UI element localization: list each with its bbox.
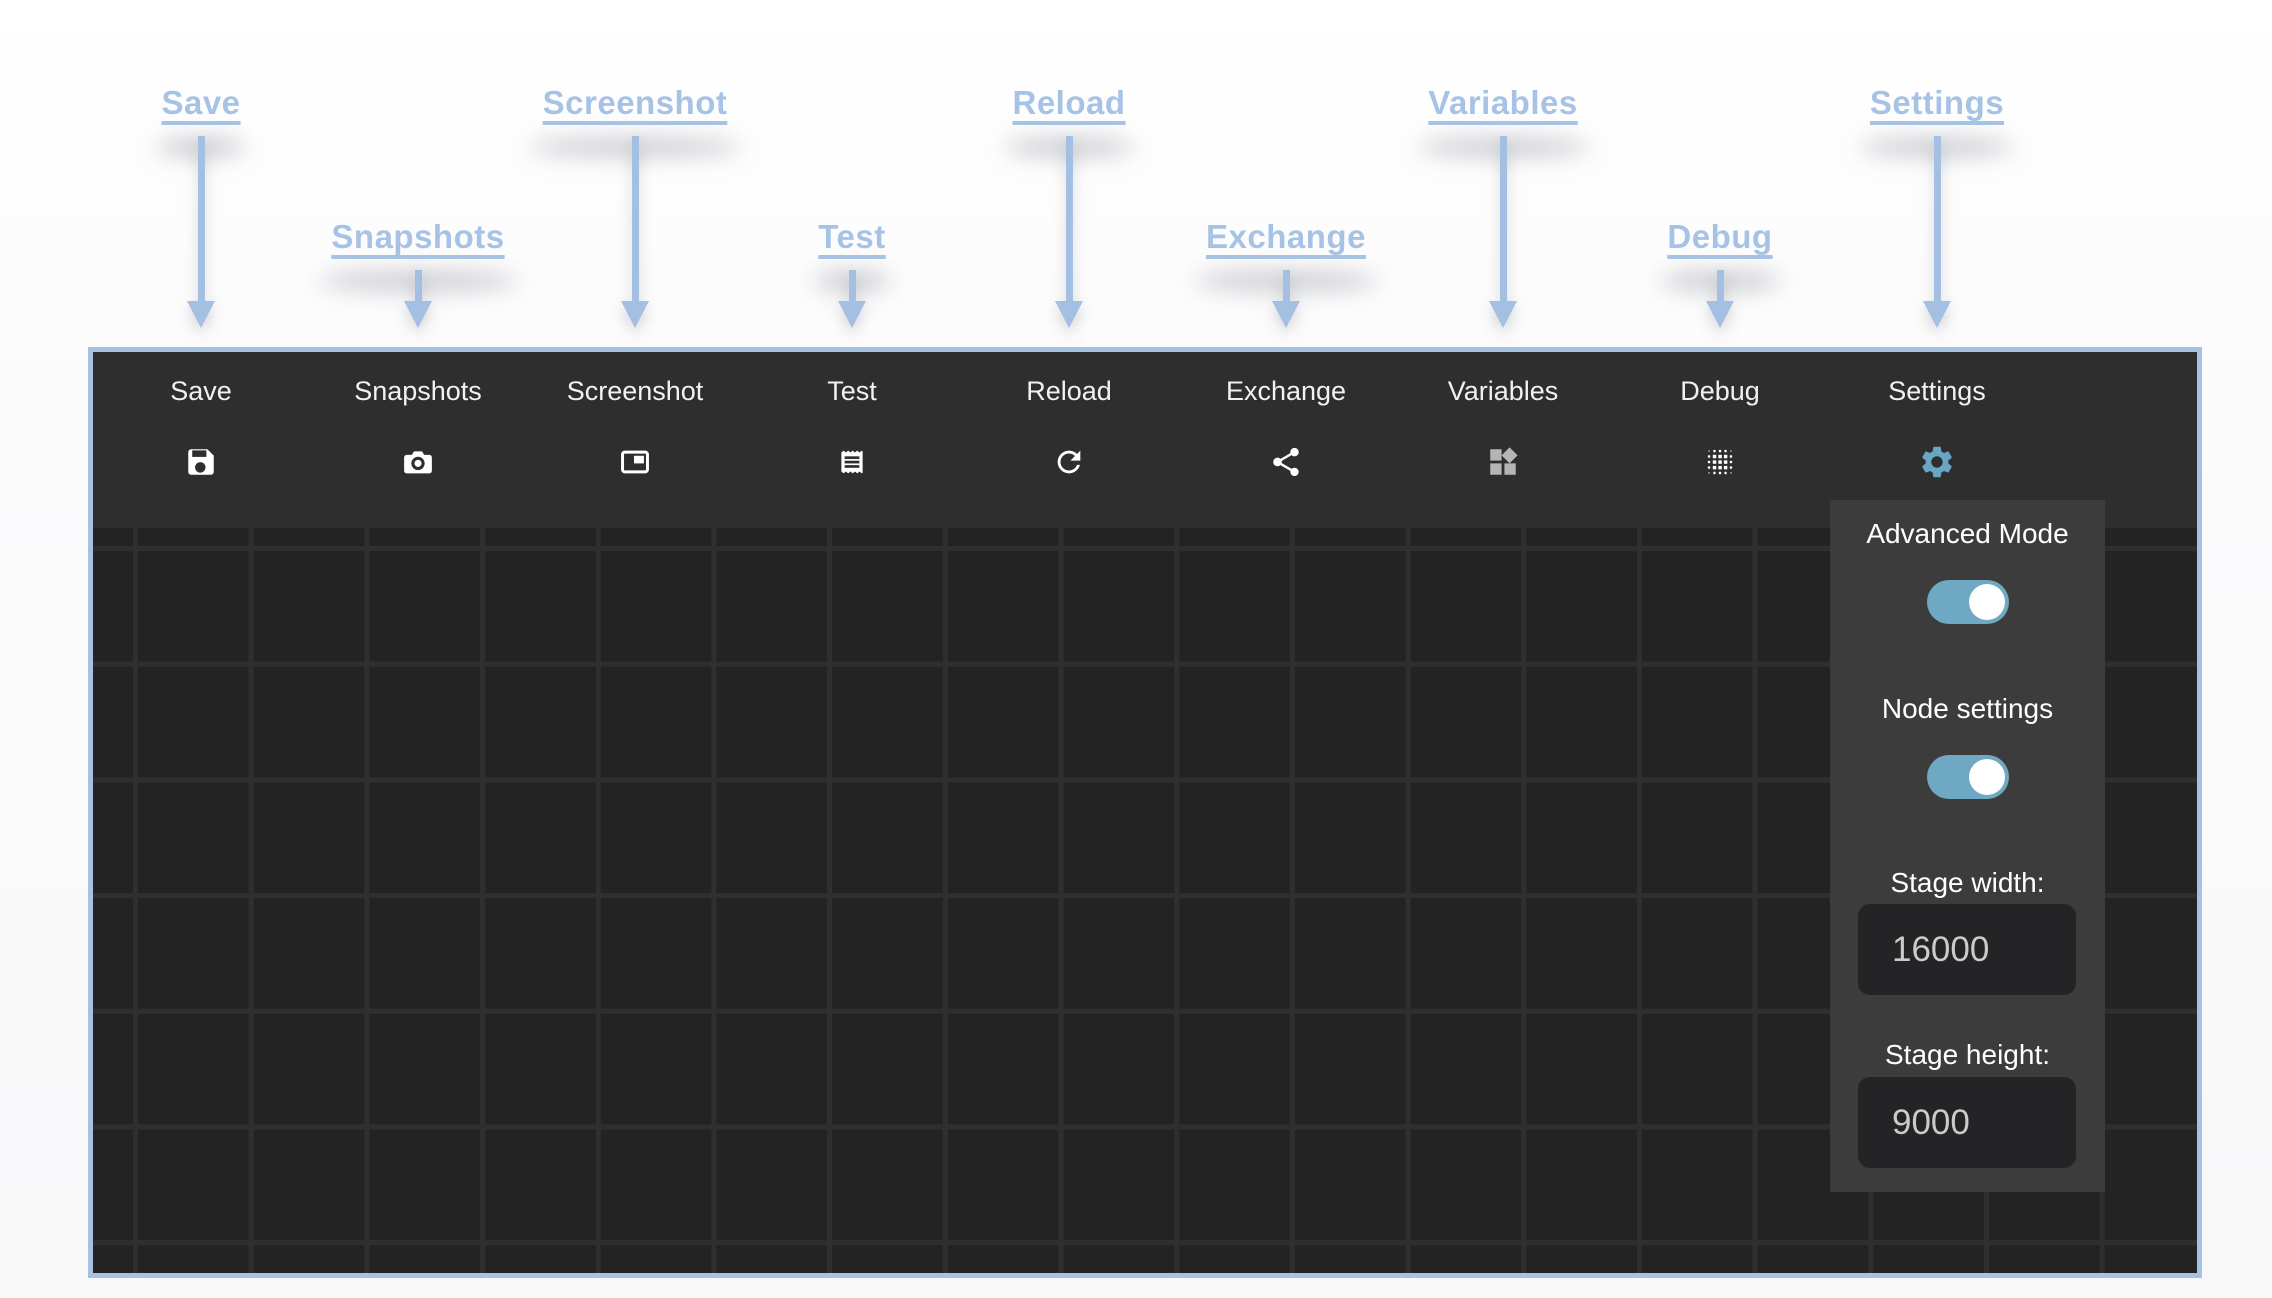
node-settings-label: Node settings: [1881, 693, 2054, 724]
toolbar-button-reload[interactable]: Reload: [989, 352, 1149, 528]
callout-exchange-label: Exchange: [1206, 218, 1366, 255]
arrow-variables-icon: [1489, 136, 1517, 328]
callout-snapshots: Snapshots: [318, 218, 518, 292]
toolbar-snapshots-label: Snapshots: [354, 376, 482, 406]
callout-settings-label: Settings: [1869, 84, 2005, 121]
arrow-exchange-icon: [1272, 270, 1300, 328]
toolbar-test-label: Test: [827, 376, 877, 406]
node-settings-toggle[interactable]: [1926, 755, 2009, 799]
refresh-icon: [989, 440, 1149, 484]
callout-exchange: Exchange: [1194, 218, 1378, 292]
toolbar: Save Snapshots Screenshot Test: [93, 352, 2197, 528]
toolbar-button-screenshot[interactable]: Screenshot: [555, 352, 715, 528]
callout-variables-label: Variables: [1428, 84, 1578, 121]
toolbar-button-snapshots[interactable]: Snapshots: [338, 352, 498, 528]
arrow-screenshot-icon: [621, 136, 649, 328]
callout-debug: Debug: [1659, 218, 1781, 292]
callout-settings: Settings: [1859, 84, 2015, 158]
dot-grid-icon: [1640, 440, 1800, 484]
toolbar-exchange-label: Exchange: [1225, 376, 1347, 406]
toolbar-save-label: Save: [170, 376, 232, 406]
toolbar-reload-label: Reload: [1026, 376, 1112, 406]
callout-save: Save: [155, 84, 247, 158]
toolbar-settings-label: Settings: [1888, 376, 1986, 406]
advanced-mode-label: Advanced Mode: [1866, 518, 2069, 549]
toolbar-debug-label: Debug: [1680, 376, 1760, 406]
callout-variables: Variables: [1417, 84, 1589, 158]
save-icon: [121, 440, 281, 484]
callout-screenshot: Screenshot: [528, 84, 742, 158]
callout-test-label: Test: [818, 218, 886, 255]
toolbar-button-test[interactable]: Test: [772, 352, 932, 528]
stage-width-input[interactable]: [1858, 904, 2076, 995]
arrow-test-icon: [838, 270, 866, 328]
callout-test: Test: [813, 218, 891, 292]
stage-height-label: Stage height:: [1884, 1039, 2051, 1070]
callout-reload: Reload: [1004, 84, 1134, 158]
callout-snapshots-label: Snapshots: [331, 218, 505, 255]
toolbar-button-variables[interactable]: Variables: [1423, 352, 1583, 528]
receipt-icon: [772, 440, 932, 484]
toolbar-screenshot-label: Screenshot: [566, 376, 704, 406]
callout-save-label: Save: [161, 84, 241, 121]
toolbar-button-exchange[interactable]: Exchange: [1206, 352, 1366, 528]
arrow-settings-icon: [1923, 136, 1951, 328]
picture-in-picture-icon: [555, 440, 715, 484]
settings-panel: Advanced Mode Node settings Stage width:…: [1830, 500, 2105, 1192]
callout-debug-label: Debug: [1667, 218, 1773, 255]
share-icon: [1206, 440, 1366, 484]
callout-screenshot-label: Screenshot: [542, 84, 728, 121]
toolbar-button-debug[interactable]: Debug: [1640, 352, 1800, 528]
arrow-debug-icon: [1706, 270, 1734, 328]
gear-icon: [1857, 440, 2017, 484]
toolbar-button-save[interactable]: Save: [121, 352, 281, 528]
arrow-snapshots-icon: [404, 270, 432, 328]
toolbar-variables-label: Variables: [1447, 376, 1559, 406]
toggle-knob: [1968, 584, 2005, 620]
arrow-reload-icon: [1055, 136, 1083, 328]
arrow-save-icon: [187, 136, 215, 328]
stage-width-label: Stage width:: [1890, 867, 2045, 898]
widgets-icon: [1423, 440, 1583, 484]
toolbar-button-settings[interactable]: Settings: [1857, 352, 2017, 528]
camera-icon: [338, 440, 498, 484]
callout-reload-label: Reload: [1012, 84, 1126, 121]
toggle-knob: [1968, 759, 2005, 795]
advanced-mode-toggle[interactable]: [1926, 580, 2009, 624]
stage-height-input[interactable]: [1858, 1077, 2076, 1168]
